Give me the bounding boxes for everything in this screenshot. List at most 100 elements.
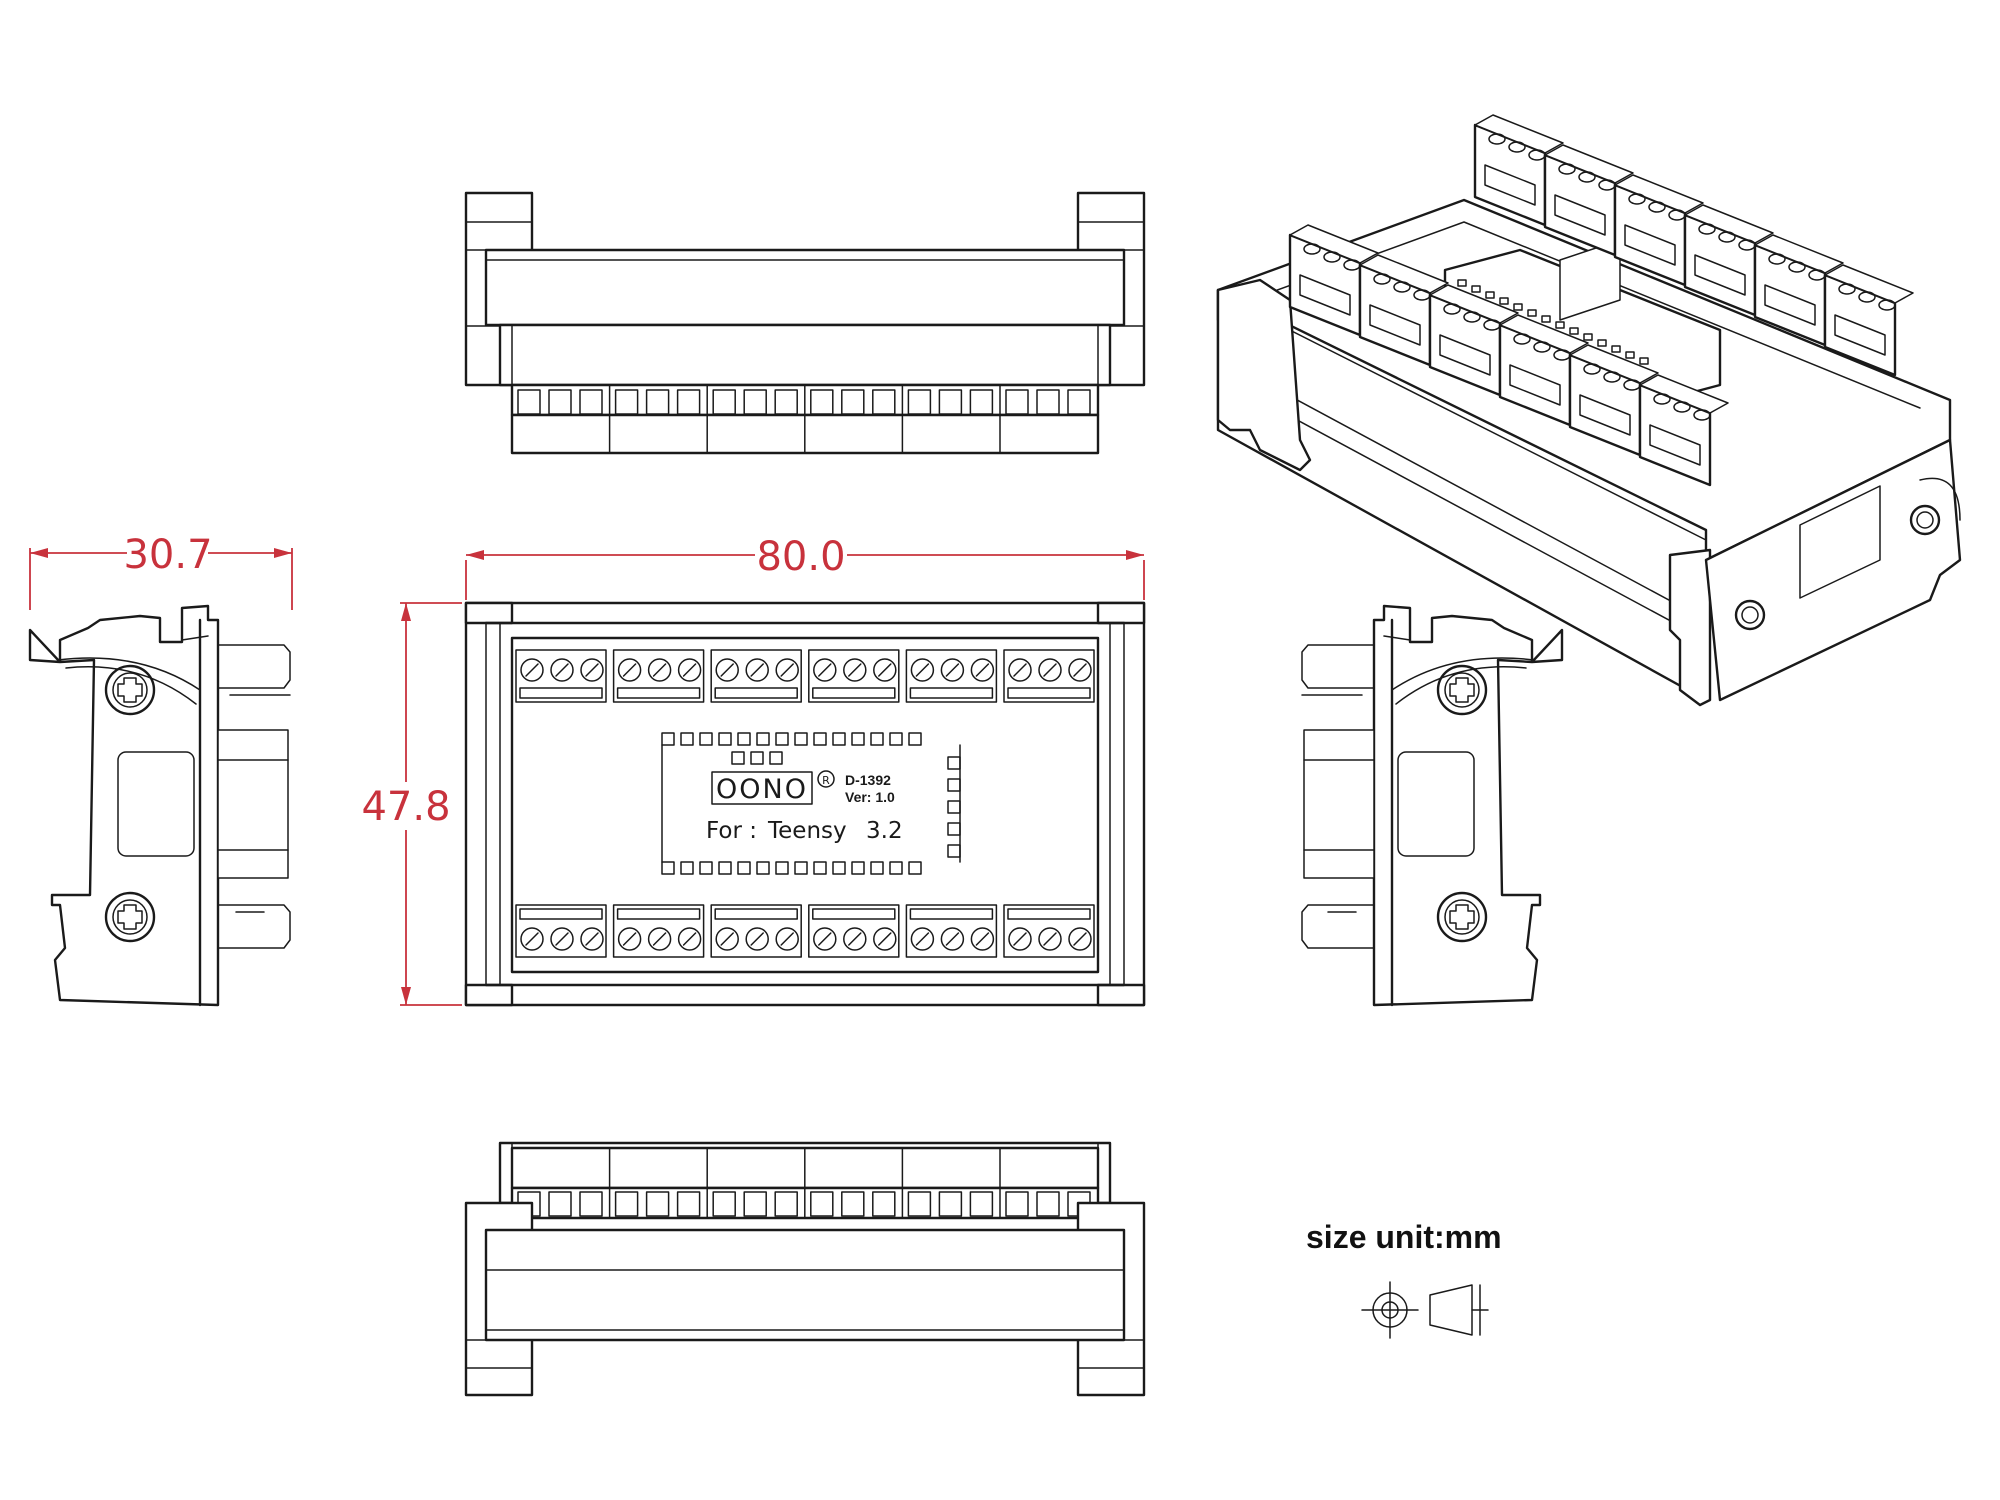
socket-pin	[775, 732, 789, 746]
depth-dimension-label: 30.7	[123, 532, 212, 578]
socket-pin	[1457, 279, 1467, 287]
screw-icon	[745, 658, 769, 682]
socket-pin	[851, 861, 865, 875]
screw-icon	[940, 658, 965, 682]
socket-pin	[718, 861, 732, 875]
bottom-terminal-strip	[510, 1146, 1100, 1220]
socket-pin	[832, 861, 846, 875]
terminal-slot	[938, 1191, 963, 1217]
screw-icon	[715, 658, 739, 682]
screw-icon	[550, 927, 574, 951]
screw-icon	[843, 927, 867, 951]
screw-icon	[1768, 253, 1786, 265]
screw-icon	[617, 658, 642, 682]
registered-mark: R	[822, 774, 830, 787]
terminal-block	[1003, 649, 1095, 703]
front-top-terminal-blocks	[515, 649, 1095, 703]
screw-icon	[1628, 193, 1646, 205]
terminal-slot	[645, 1191, 670, 1217]
oono-logo-frame	[711, 771, 813, 805]
terminal-slot	[1067, 389, 1091, 415]
terminal-slot	[676, 389, 701, 415]
screw-icon	[1603, 371, 1621, 383]
terminal-slot	[743, 1191, 767, 1217]
screw-icon	[647, 927, 672, 951]
screw-icon	[1878, 299, 1896, 311]
screw-icon	[1038, 658, 1062, 682]
socket-pin	[756, 732, 770, 746]
terminal-slot	[614, 389, 639, 415]
screw-icon	[520, 658, 544, 682]
screw-icon	[1693, 409, 1711, 421]
socket-pin	[731, 751, 745, 765]
left-side-view	[28, 604, 291, 1007]
screw-icon	[1068, 927, 1092, 951]
terminal-slot	[1005, 389, 1029, 415]
front-plan-view: OONO R D-1392 Ver: 1.0 For : Teensy 3.2	[464, 601, 1146, 1007]
pcb-board-name: Teensy	[767, 818, 847, 844]
first-angle-projection-icon	[1361, 1281, 1489, 1339]
screw-icon	[1858, 291, 1876, 303]
screw-icon	[970, 927, 995, 951]
socket-pin	[699, 861, 713, 875]
screw-icon	[1038, 927, 1062, 951]
screw-icon	[1443, 303, 1461, 315]
screw-icon	[1578, 171, 1596, 183]
terminal-slot	[938, 389, 963, 415]
terminal-slot	[810, 1191, 834, 1217]
front-bottom-terminal-blocks	[515, 904, 1095, 958]
socket-pin	[813, 861, 827, 875]
terminal-slot	[548, 1191, 572, 1217]
pcb-model: D-1392	[845, 772, 891, 788]
terminal-slot	[1036, 1191, 1060, 1217]
socket-pin	[775, 861, 789, 875]
socket-pin	[769, 751, 783, 765]
socket-pin	[737, 861, 751, 875]
terminal-block	[612, 904, 705, 958]
unit-legend: size unit:mm	[1306, 1219, 1502, 1339]
socket-pin	[889, 861, 903, 875]
screw-icon	[813, 658, 837, 682]
terminal-block	[808, 649, 900, 703]
screw-icon	[1068, 658, 1092, 682]
socket-pin	[813, 732, 827, 746]
isometric-socket-pins	[1457, 279, 1649, 365]
screw-icon	[910, 927, 935, 951]
terminal-block	[710, 649, 802, 703]
socket-pin	[699, 732, 713, 746]
screw-icon	[1508, 141, 1526, 153]
dimension-annotations: 80.0 47.8 30.7	[29, 532, 1145, 1006]
socket-pin	[1583, 333, 1593, 341]
terminal-slot	[841, 1191, 865, 1217]
terminal-slot	[517, 389, 541, 415]
screw-icon	[1008, 658, 1032, 682]
socket-pin	[870, 861, 884, 875]
terminal-block	[905, 649, 998, 703]
screw-icon	[910, 658, 935, 682]
screw-icon	[745, 927, 769, 951]
screw-icon	[715, 927, 739, 951]
screw-icon	[1008, 927, 1032, 951]
screw-icon	[775, 658, 799, 682]
socket-pin	[1485, 291, 1495, 299]
unit-label: size unit:mm	[1306, 1219, 1502, 1255]
bottom-elevation-view	[464, 1141, 1146, 1397]
terminal-slot	[774, 1191, 798, 1217]
terminal-slot	[872, 389, 896, 415]
socket-pin	[794, 732, 808, 746]
screw-icon	[104, 891, 156, 943]
terminal-block	[808, 904, 900, 958]
terminal-block	[905, 904, 998, 958]
screw-icon	[970, 658, 995, 682]
isometric-back-terminal-blocks	[1473, 114, 1914, 377]
socket-pin	[908, 732, 922, 746]
terminal-slot	[743, 389, 767, 415]
screw-icon	[580, 927, 604, 951]
socket-pin	[1555, 321, 1565, 329]
terminal-slot	[712, 1191, 736, 1217]
terminal-slot	[969, 1191, 994, 1217]
terminal-slot	[676, 1191, 701, 1217]
screw-icon	[1393, 281, 1411, 293]
terminal-slot	[907, 389, 932, 415]
isometric-front-terminal-blocks	[1288, 224, 1729, 487]
